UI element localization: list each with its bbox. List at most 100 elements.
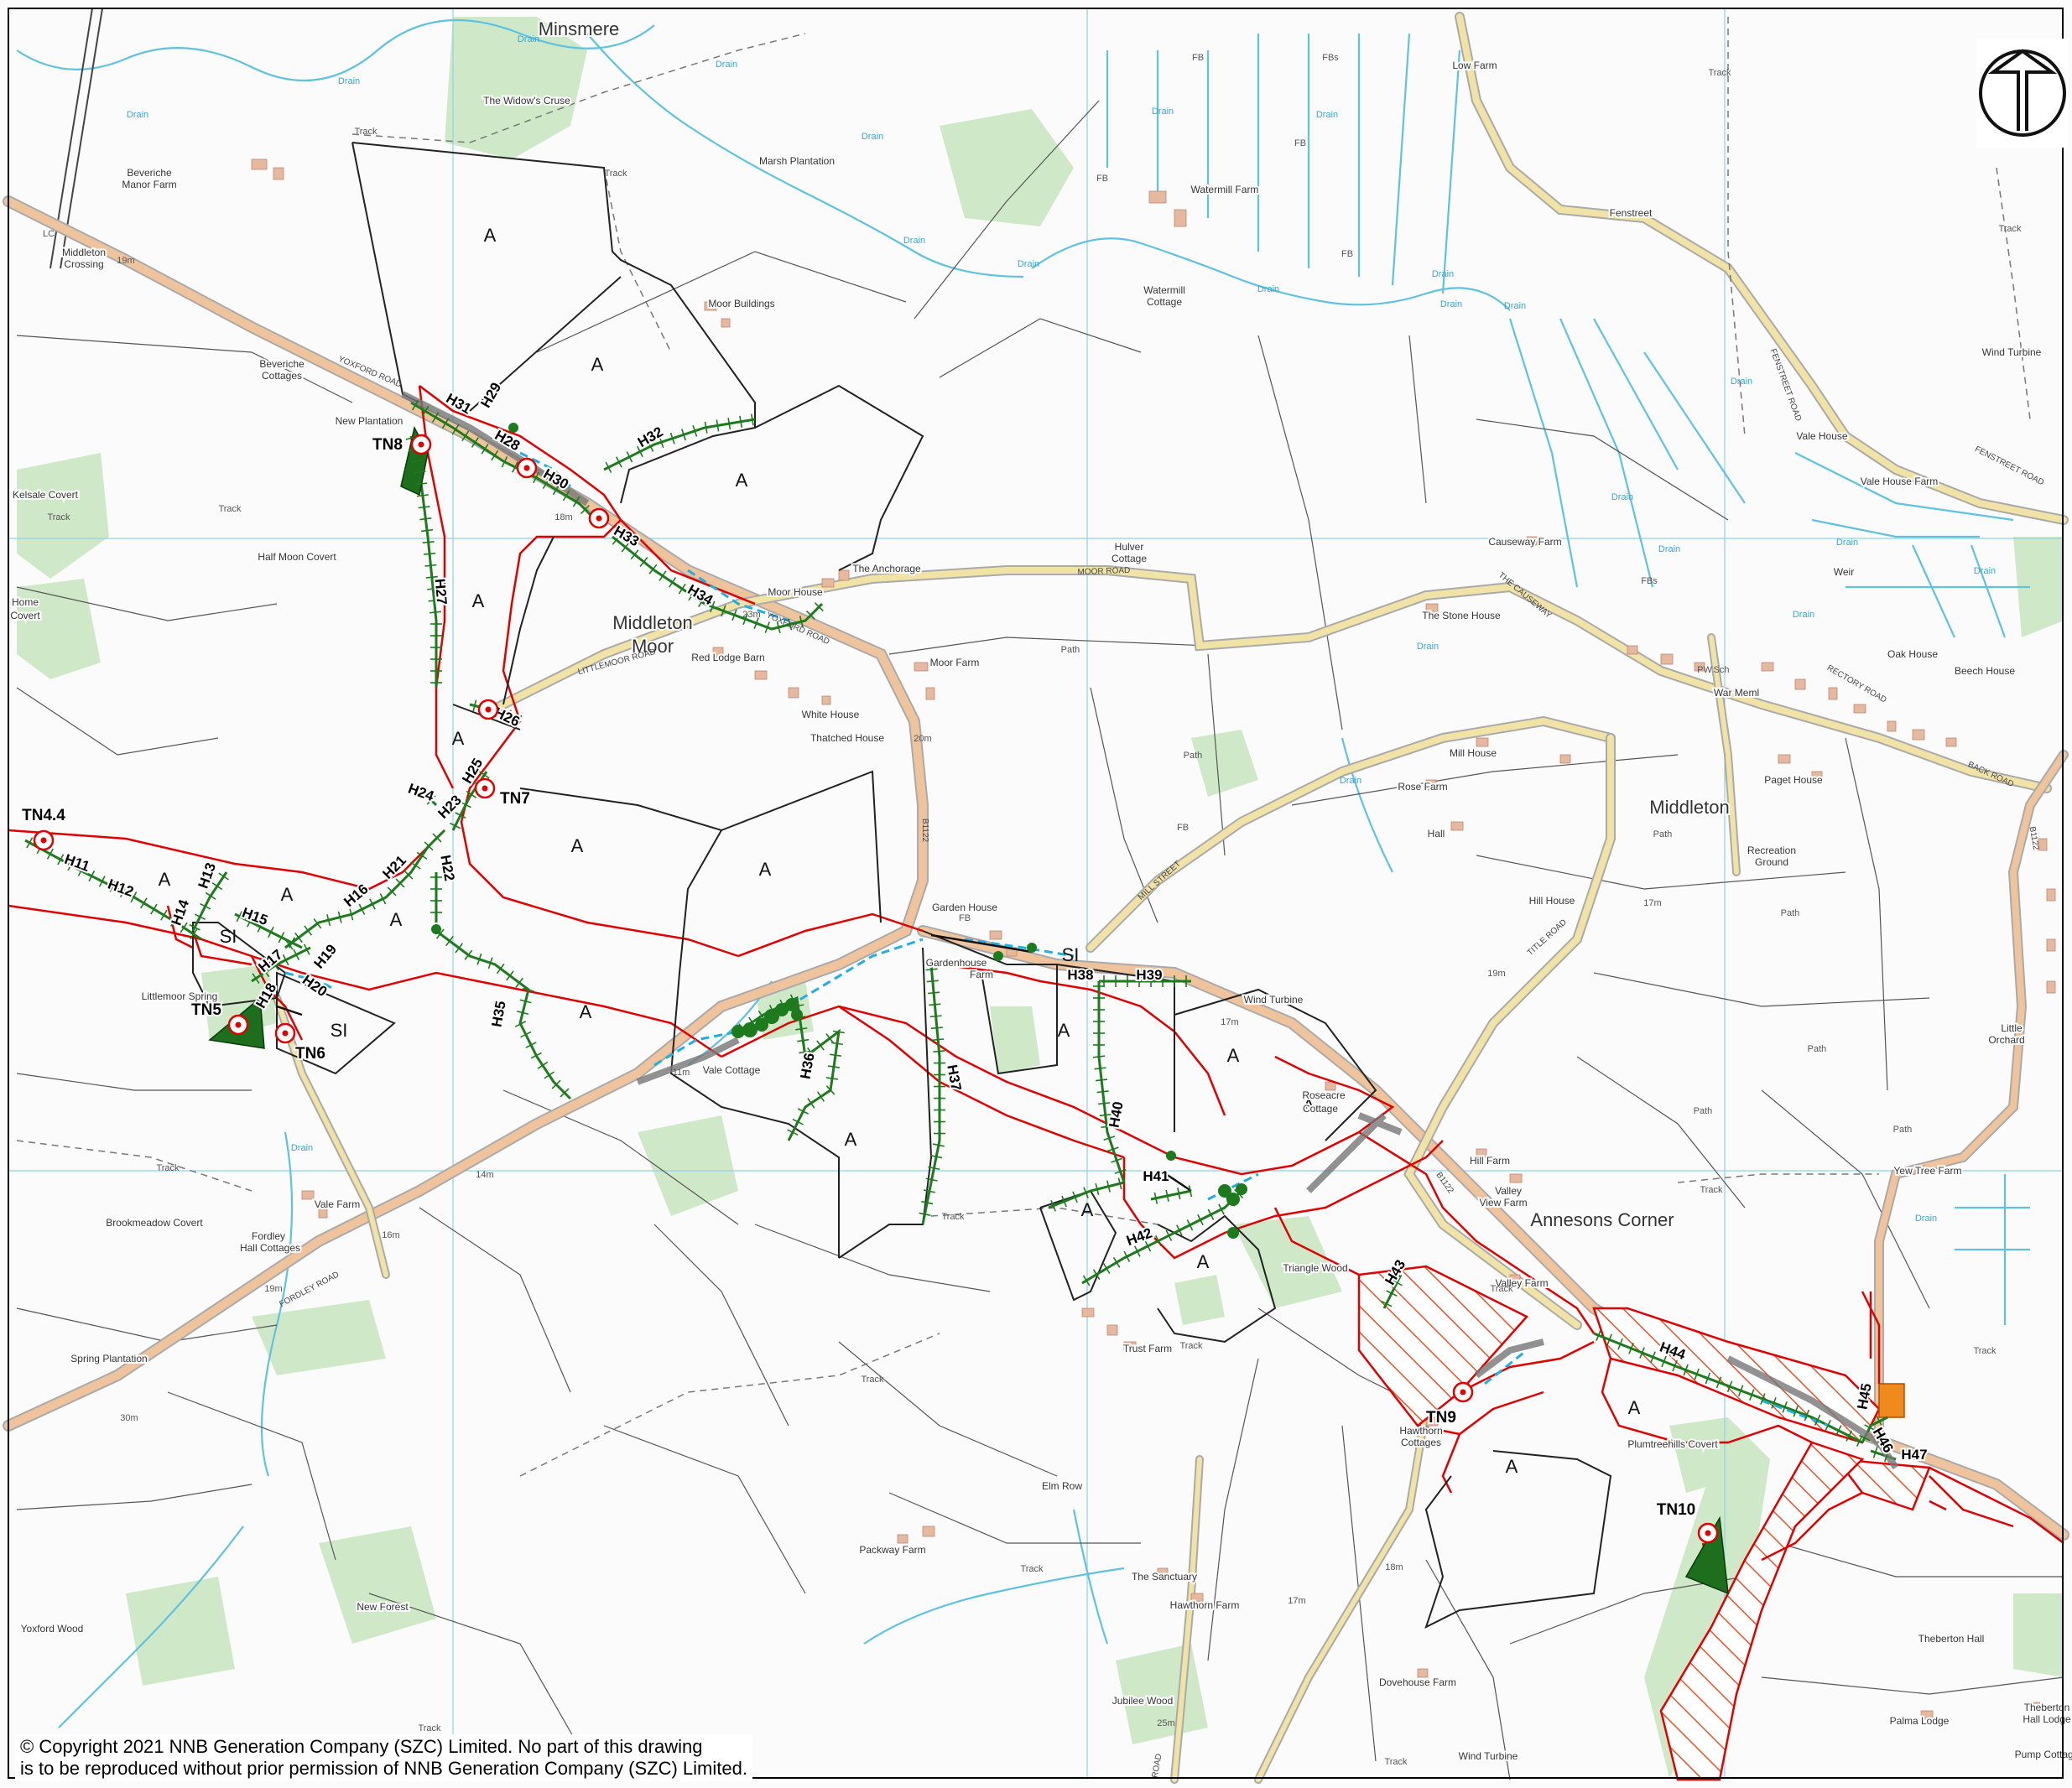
place-label: Roseacre [1302, 1089, 1346, 1101]
place-label: Cottage [1303, 1103, 1338, 1115]
map-annotation: Path [1184, 751, 1203, 761]
map-annotation: LC [43, 229, 55, 239]
map-annotation: Track [418, 1723, 441, 1733]
map-annotation: Track [1708, 68, 1731, 78]
map-annotation: Track [218, 504, 242, 514]
place-label: Theberton [2024, 1702, 2070, 1713]
place-label: Beech House [1955, 665, 2015, 677]
field-label: SI [331, 1020, 348, 1041]
map-annotation: Drain [518, 34, 539, 44]
place-label: The Anchorage [852, 563, 921, 574]
place-label: The Sanctuary [1132, 1571, 1197, 1583]
tn-marker-tn10 [1697, 1522, 1719, 1544]
tn-marker-tn-h26 [477, 699, 499, 720]
map-annotation: Path [1893, 1125, 1913, 1135]
buildings [251, 159, 2056, 1720]
map-annotation: FB [1294, 138, 1306, 148]
map-annotation: Drain [1257, 284, 1279, 294]
map-annotation: 17m [1288, 1596, 1305, 1606]
place-label: Annesons Corner [1530, 1209, 1674, 1230]
map-annotation: Path [1653, 829, 1673, 839]
map-annotation: Drain [862, 132, 883, 142]
place-label: War Meml [1714, 687, 1759, 699]
place-label: Farm [970, 969, 993, 980]
place-label: Crossing [64, 258, 103, 270]
tn-label: TN9 [1426, 1409, 1456, 1427]
map-annotation: Track [156, 1163, 180, 1173]
place-label: Yew Tree Farm [1894, 1165, 1962, 1177]
map-annotation: PW [1697, 665, 1712, 675]
map-annotation: Track [1179, 1341, 1203, 1351]
map-annotation: 16m [382, 1230, 399, 1240]
map-annotation: Track [1700, 1185, 1723, 1195]
place-label: Causeway Farm [1488, 536, 1561, 548]
tn-label: TN10 [1657, 1501, 1695, 1519]
field-label: A [1227, 1045, 1240, 1066]
place-label: Hall Cottages [240, 1242, 300, 1254]
field-label: A [845, 1129, 857, 1150]
place-label: Wind Turbine [1982, 346, 2042, 358]
map-annotation: Drain [291, 1143, 313, 1153]
copyright-line-1: © Copyright 2021 NNB Generation Company … [20, 1736, 703, 1757]
map-annotation: Drain [1504, 301, 1526, 311]
tn-label: TN7 [500, 790, 530, 808]
field-label: A [484, 225, 497, 246]
place-label: Middleton [1649, 797, 1729, 818]
map-annotation: Drain [1152, 107, 1174, 117]
map-annotation: Drain [1793, 610, 1814, 620]
map-annotation: 17m [1643, 898, 1661, 908]
field-label: A [591, 354, 604, 375]
map-annotation: Drain [1316, 110, 1338, 120]
field-label: A [759, 859, 772, 880]
map-annotation: 19m [117, 256, 134, 266]
tn-label: TN6 [295, 1045, 325, 1063]
field-label: A [472, 590, 485, 611]
map-annotation: Drain [1340, 776, 1361, 786]
place-label: Yoxford Wood [21, 1623, 84, 1635]
map-annotation: 14m [476, 1170, 493, 1180]
road-label: B1122 [920, 819, 929, 843]
field-label: A [1197, 1251, 1210, 1272]
map-annotation: FBs [1322, 53, 1339, 63]
road-label: ROAD [1151, 1753, 1164, 1778]
map-annotation: 30m [120, 1413, 138, 1423]
map-annotation: FBs [1641, 576, 1658, 586]
place-label: Moor [632, 636, 674, 657]
place-label: New Forest [357, 1601, 409, 1613]
place-label: Hill House [1529, 895, 1575, 907]
place-label: Dovehouse Farm [1379, 1676, 1456, 1688]
place-label: Theberton Hall [1918, 1633, 1985, 1645]
place-label: View Farm [1479, 1197, 1527, 1208]
place-label: Home [12, 596, 39, 608]
place-label: Red Lodge Barn [691, 652, 764, 663]
place-label: Half Moon Covert [258, 551, 336, 563]
hedge-ticks [26, 399, 1889, 1463]
place-label: Cottage [1147, 296, 1182, 308]
place-label: New Plantation [336, 415, 403, 427]
place-label: Paget House [1764, 774, 1823, 786]
place-label: Garden House [932, 902, 997, 913]
tn-marker-tn4-4 [33, 829, 55, 851]
map-annotation: Path [1694, 1106, 1713, 1116]
tn-points [33, 434, 1719, 1544]
tn-label: TN8 [372, 436, 403, 454]
place-label: Hill Farm [1470, 1155, 1510, 1167]
map-annotation: 18m [1385, 1562, 1403, 1572]
place-label: Hawthorn [1399, 1425, 1442, 1437]
place-label: Oak House [1887, 648, 1938, 660]
map-annotation: 18m [554, 512, 572, 522]
place-label: Valley Farm [1495, 1277, 1548, 1289]
map-annotation: Drain [1915, 1214, 1937, 1224]
tn-marker-tn7 [474, 777, 496, 799]
place-label: Cottage [1111, 553, 1147, 564]
place-label: White House [802, 709, 860, 720]
place-label: Watermill Farm [1191, 184, 1259, 195]
road-label: MOOR ROAD [1077, 566, 1130, 577]
place-label: Valley [1495, 1185, 1522, 1197]
field-label: A [1058, 1020, 1070, 1041]
map-annotation: Drain [716, 60, 737, 70]
map-annotation: Drain [1658, 544, 1680, 554]
field-label: A [736, 470, 748, 491]
